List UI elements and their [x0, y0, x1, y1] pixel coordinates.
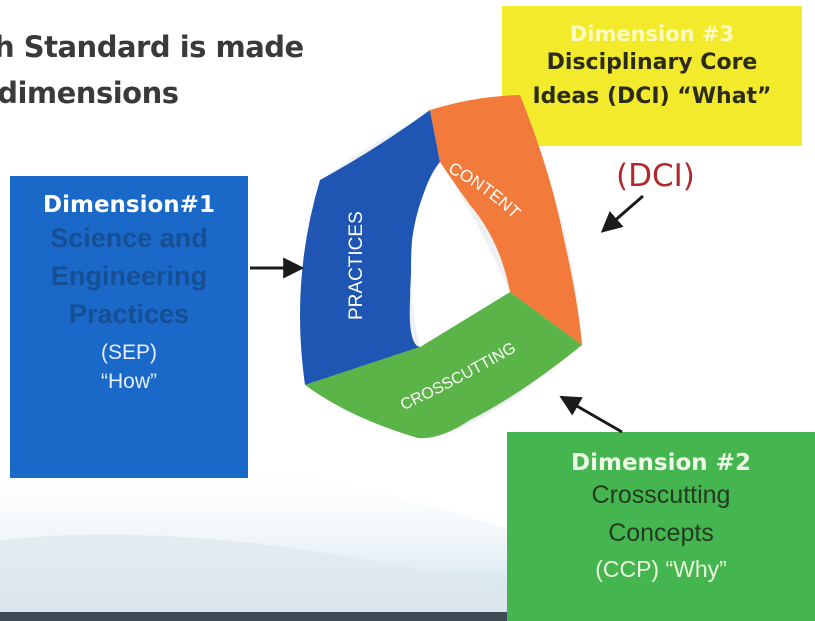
dimension-1-role: “How” — [101, 370, 157, 393]
dimension-1-box: Dimension#1 Science and Engineering Prac… — [10, 176, 248, 478]
arrow-dci-to-content — [600, 194, 644, 233]
dimension-1-name-line-2: Engineering — [50, 261, 207, 291]
dimension-2-title: Dimension #2 — [571, 450, 751, 476]
dimension-1-abbreviation: (SEP) — [100, 341, 157, 364]
dimension-2-box: Dimension #2 Crosscutting Concepts (CCP)… — [507, 432, 815, 621]
dimension-1-name-line-1: Science and — [50, 223, 208, 253]
content-segment — [430, 95, 582, 345]
segment-label-practices: PRACTICES — [346, 211, 367, 320]
dimension-3-name-line-1: Disciplinary Core — [546, 50, 758, 75]
headline-line-1: h Standard is made — [0, 30, 304, 64]
dimension-1-name-line-3: Practices — [68, 299, 190, 329]
headline-line-2: 3-dimensions — [0, 76, 179, 110]
dimension-1-title: Dimension#1 — [43, 192, 215, 218]
dimension-2-abbreviation-role: (CCP) “Why” — [595, 556, 727, 582]
crosscutting-segment — [305, 292, 582, 439]
practices-segment — [300, 110, 440, 385]
dimension-3-box: Dimension #3 Disciplinary Core Ideas (DC… — [502, 6, 802, 146]
dci-callout-label: (DCI) — [616, 158, 695, 194]
headline: h Standard is made 3-dimensions — [0, 24, 354, 116]
arrow-dimension-2-to-crosscutting — [559, 395, 623, 434]
cycle-center — [411, 162, 510, 347]
dimension-2-name-line-2: Concepts — [608, 519, 714, 547]
dimension-2-name-line-1: Crosscutting — [591, 481, 731, 509]
dimension-3-name-line-2: Ideas (DCI) “What” — [532, 84, 772, 109]
dimension-3-title: Dimension #3 — [569, 22, 735, 46]
